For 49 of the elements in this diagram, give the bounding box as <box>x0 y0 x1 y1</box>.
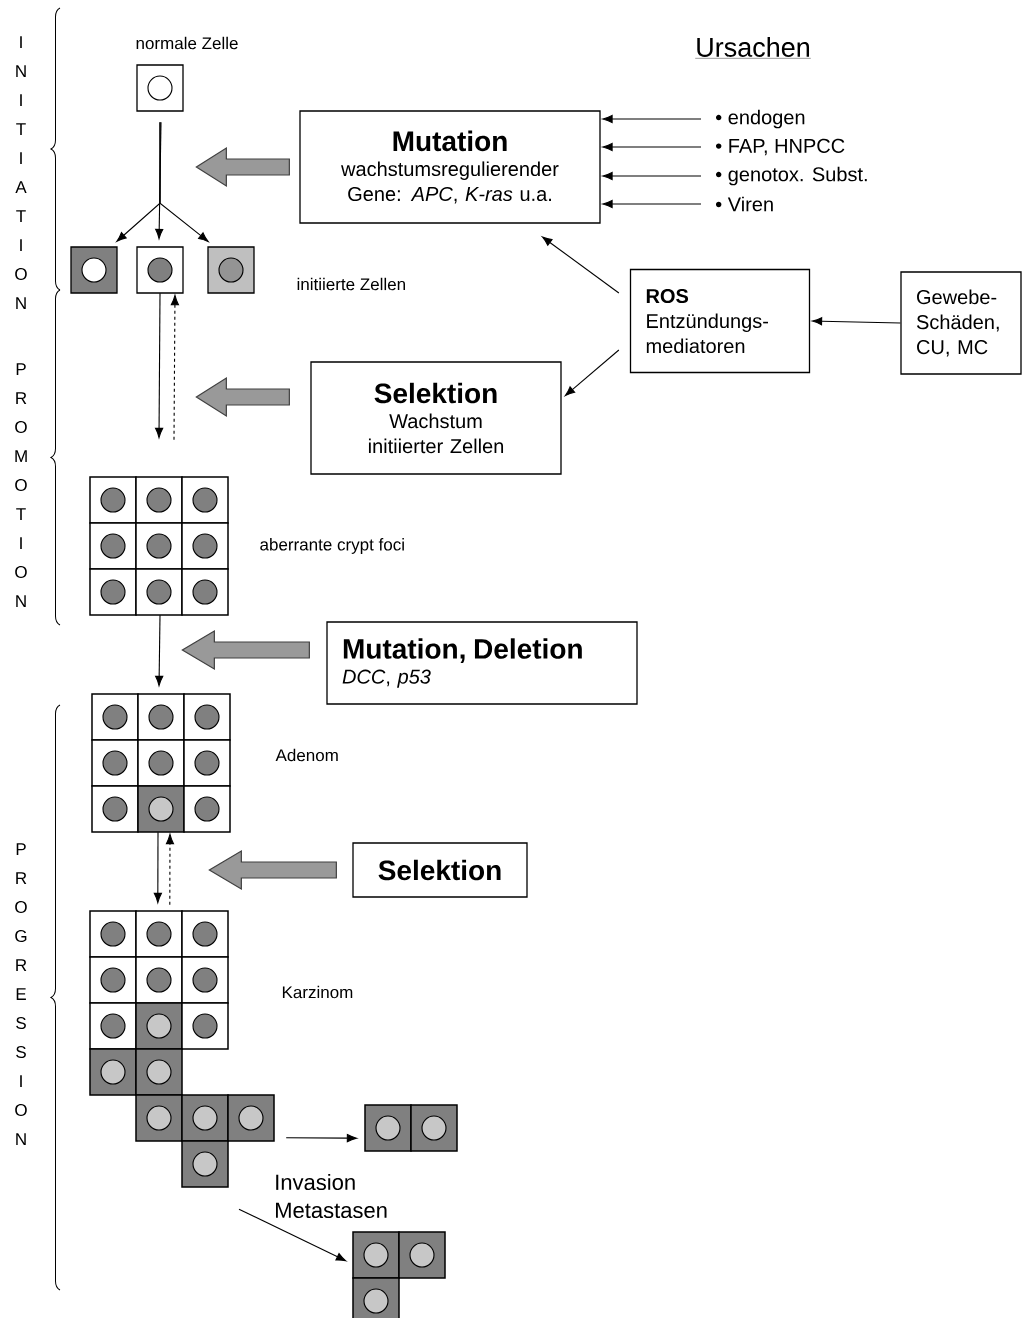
phase-label: P R O M O T I O N <box>15 363 27 607</box>
cell-cluster-drawing <box>364 1104 458 1152</box>
cell-caption: Karzinom <box>282 985 353 999</box>
cell-cluster-drawing <box>89 476 229 616</box>
cell-caption: Adenom <box>275 748 338 762</box>
heading: Ursachen <box>695 37 811 59</box>
arrow <box>159 121 209 242</box>
phase-label: I N I T I A T I O N <box>15 36 27 309</box>
cause-text: • FAP, HNPCC <box>716 138 845 156</box>
phase-label: P R O G R E S S I O N <box>15 843 27 1145</box>
stage-label: Invasion Metastasen <box>276 1173 387 1219</box>
block-arrow <box>195 376 290 418</box>
arrow <box>155 292 164 439</box>
text-box: Mutation wachstumsregulierender Gene: APC, K-ras u.a. <box>299 110 601 224</box>
arrow <box>155 614 164 687</box>
cell-caption: initiierte Zellen <box>297 277 405 291</box>
arrow <box>602 171 702 181</box>
cell-cluster-drawing <box>89 910 275 1188</box>
cause-text: • endogen <box>716 109 805 129</box>
arrow <box>285 1134 358 1143</box>
arrow <box>602 199 702 209</box>
dashed-arrow <box>165 833 175 906</box>
block-arrow <box>195 146 290 188</box>
cell-caption: normale Zelle <box>136 36 238 50</box>
dashed-arrow <box>170 294 179 441</box>
text-box: Gewebe- Schäden, CU, MC <box>900 271 1022 375</box>
arrow <box>153 831 162 904</box>
text-box: Selektion Wachstum initiierter Zellen <box>310 361 562 475</box>
text-box: Selektion <box>352 842 528 898</box>
cause-text: • Viren <box>716 196 773 212</box>
cell-drawing <box>136 246 184 294</box>
arrow <box>155 121 164 240</box>
arrow <box>811 317 901 326</box>
text-box: ROS Entzündungs- mediatoren <box>629 268 811 374</box>
cell-cluster-drawing <box>352 1231 446 1318</box>
block-arrow <box>208 849 337 891</box>
arrow <box>238 1208 347 1262</box>
arrow <box>602 142 702 152</box>
text-box: Mutation, Deletion DCC, p53 <box>326 621 638 705</box>
arrow <box>602 114 702 124</box>
cell-drawing <box>136 64 184 112</box>
arrow <box>541 236 620 294</box>
cell-cluster-drawing <box>91 693 231 833</box>
cell-caption: aberrante crypt foci <box>260 538 404 554</box>
cell-drawing <box>70 246 118 294</box>
cell-drawing <box>207 246 255 294</box>
block-arrow <box>181 629 310 671</box>
arrow <box>564 349 620 397</box>
cause-text: • genotox. Subst. <box>716 166 867 186</box>
